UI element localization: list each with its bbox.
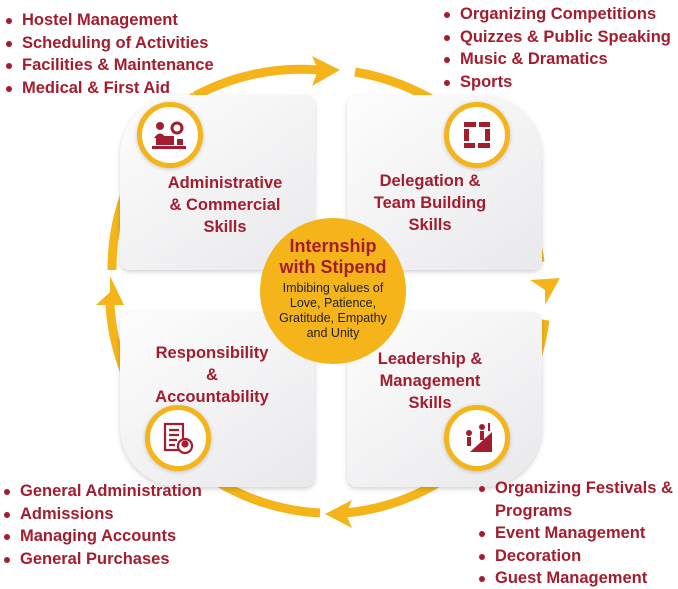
list-item: Managing Accounts <box>2 525 202 548</box>
label-line: Administrative <box>167 174 283 192</box>
center-subtitle-line: and Unity <box>306 326 360 340</box>
center-hub: Internship with Stipend Imbibing values … <box>260 218 406 364</box>
center-subtitle-line: Love, Patience, <box>289 296 377 310</box>
list-item: Medical & First Aid <box>4 77 214 100</box>
responsibility-label: Responsibility & Accountability <box>142 342 282 408</box>
label-line: Delegation & <box>379 172 481 190</box>
center-title: Internship with Stipend <box>260 236 406 278</box>
center-subtitle: Imbibing values of Love, Patience, Grati… <box>260 281 406 341</box>
delegation-label: Delegation & Team Building Skills <box>365 170 495 236</box>
leadership-list: Organizing Festivals & Programs Event Ma… <box>477 477 673 589</box>
label-line: Management <box>379 372 481 390</box>
list-item: Organizing Festivals & <box>477 477 673 500</box>
label-line: & Commercial <box>169 196 281 214</box>
list-item: Hostel Management <box>4 9 214 32</box>
list-item: General Purchases <box>2 548 202 571</box>
center-title-line: Internship <box>289 236 377 256</box>
list-item: Event Management <box>477 522 673 545</box>
list-item-continuation: Programs <box>477 500 673 523</box>
list-item: Scheduling of Activities <box>4 32 214 55</box>
list-item: Quizzes & Public Speaking <box>442 26 671 49</box>
center-subtitle-line: Imbibing values of <box>282 281 384 295</box>
list-item: Music & Dramatics <box>442 48 671 71</box>
administrative-label: Administrative & Commercial Skills <box>150 172 300 238</box>
label-line: & <box>206 366 218 384</box>
leadership-label: Leadership & Management Skills <box>365 348 495 414</box>
arrow-right-icon <box>312 56 340 86</box>
ring-arc-top <box>192 64 319 100</box>
arrow-down-icon <box>530 278 560 305</box>
delegation-list: Organizing Competitions Quizzes & Public… <box>442 3 671 93</box>
checklist-person-icon <box>145 405 211 471</box>
center-subtitle-line: Gratitude, Empathy <box>279 311 387 325</box>
arrow-left-icon <box>325 500 352 528</box>
label-line: Responsibility <box>155 344 269 362</box>
label-line: Skills <box>408 394 452 412</box>
admin-desk-gear-icon <box>137 102 203 168</box>
list-item: Decoration <box>477 545 673 568</box>
list-item: Sports <box>442 71 671 94</box>
list-item: Facilities & Maintenance <box>4 54 214 77</box>
team-hands-icon <box>444 102 510 168</box>
list-item: Guest Management <box>477 567 673 589</box>
label-line: Team Building <box>373 194 487 212</box>
label-line: Skills <box>203 218 247 236</box>
label-line: Leadership & <box>377 350 483 368</box>
label-line: Accountability <box>155 388 269 406</box>
administrative-list: Hostel Management Scheduling of Activiti… <box>4 9 214 99</box>
list-item: General Administration <box>2 480 202 503</box>
list-item-text: Programs <box>495 501 573 520</box>
list-item: Organizing Competitions <box>442 3 671 26</box>
responsibility-list: General Administration Admissions Managi… <box>2 480 202 570</box>
climbing-team-icon <box>444 405 510 471</box>
arrow-up-icon <box>96 276 124 305</box>
center-title-line: with Stipend <box>279 257 387 277</box>
label-line: Skills <box>408 216 452 234</box>
list-item: Admissions <box>2 503 202 526</box>
